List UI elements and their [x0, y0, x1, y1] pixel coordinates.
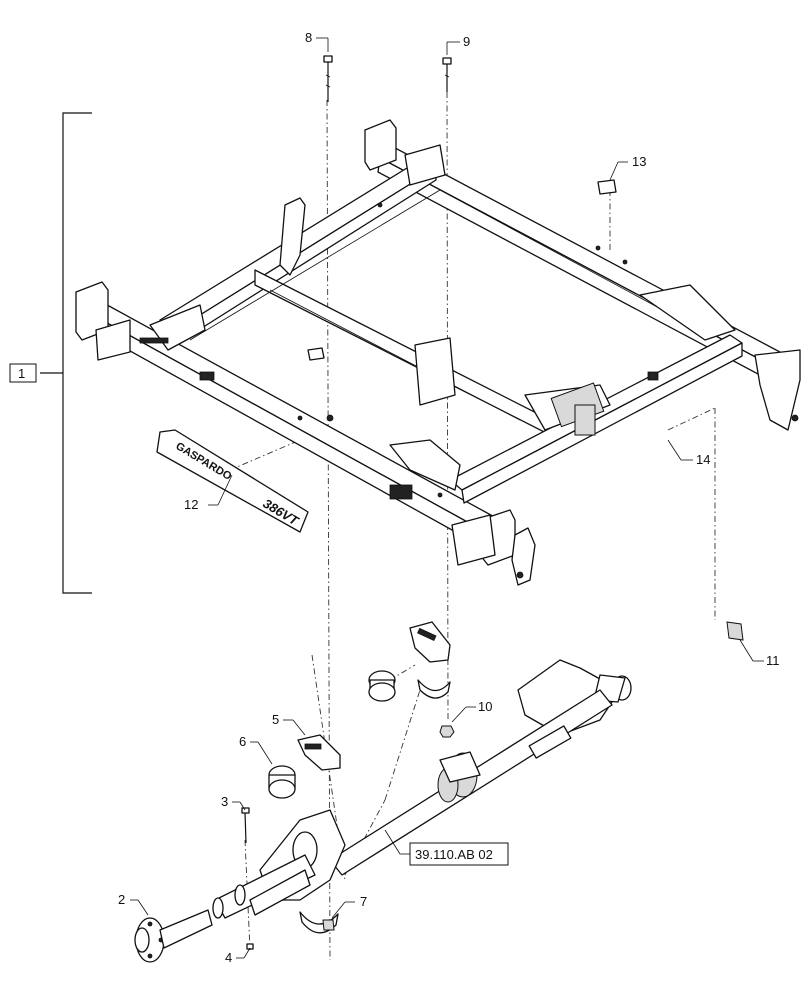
nut	[439, 725, 455, 738]
callout-7: 7	[360, 894, 367, 909]
callout-5: 5	[272, 712, 279, 727]
callout-2: 2	[118, 892, 125, 907]
bolts	[323, 55, 452, 102]
callout-10: 10	[478, 699, 492, 714]
callout-labels: 1 2 3 4 5 6 7 8 9 10 11 12 13 14	[9, 30, 780, 965]
small-screws	[241, 807, 254, 950]
callout-14: 14	[696, 452, 710, 467]
callout-1-box	[9, 363, 37, 383]
decal-plate: GASPARDO 386VT	[156, 429, 309, 533]
callout-11: 11	[766, 653, 780, 668]
callout-12: 12	[184, 497, 198, 512]
callout-1: 1	[18, 366, 25, 381]
upper-bearing-clamp	[368, 621, 451, 702]
reference-box	[409, 842, 509, 866]
lower-bearing-parts	[268, 734, 341, 934]
small-decals	[307, 179, 744, 641]
callout-13: 13	[632, 154, 646, 169]
axle-assembly	[212, 659, 632, 919]
callout-8: 8	[305, 30, 312, 45]
wheel-hub	[134, 909, 213, 963]
callout-4: 4	[225, 950, 232, 965]
main-frame	[75, 119, 801, 586]
callout-6: 6	[239, 734, 246, 749]
callout-3: 3	[221, 794, 228, 809]
leader-lines	[130, 37, 764, 959]
reference-callout: 39.110.AB 02	[409, 842, 509, 866]
callout-9: 9	[463, 34, 470, 49]
assembly-bracket	[40, 112, 92, 594]
reference-label: 39.110.AB 02	[415, 847, 493, 862]
